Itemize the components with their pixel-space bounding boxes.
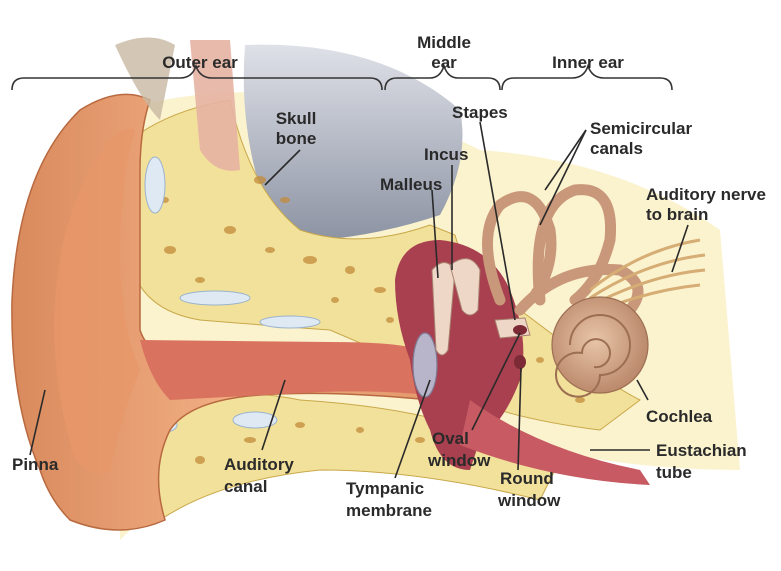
round-window-label-line2: window — [497, 491, 561, 510]
tympanic-membrane-label-line1: Tympanic — [346, 479, 424, 498]
middle-ear-label-line1: Middle — [417, 33, 471, 52]
round-window-shape — [514, 355, 526, 369]
oval-window-label-line2: window — [427, 451, 491, 470]
oval-window-label-line1: Oval — [432, 429, 469, 448]
eustachian-tube-label-line2: tube — [656, 463, 692, 482]
auditory-nerve-label-line1: Auditory nerve — [646, 185, 766, 204]
skull-bone-label-line2: bone — [276, 129, 317, 148]
auditory-canal-label-line2: canal — [224, 477, 267, 496]
semicircular-canals-label-line1: Semicircular — [590, 119, 692, 138]
inner-ear-label: Inner ear — [552, 53, 624, 72]
pinna-label: Pinna — [12, 455, 59, 474]
round-window-label-line1: Round — [500, 469, 554, 488]
auditory-canal-label-line1: Auditory — [224, 455, 294, 474]
incus-label: Incus — [424, 145, 468, 164]
tympanic-membrane-shape — [413, 333, 437, 397]
stapes-label: Stapes — [452, 103, 508, 122]
auditory-canal-shape — [140, 340, 430, 400]
auditory-nerve-label-line2: to brain — [646, 205, 708, 224]
outer-ear-label: Outer ear — [162, 53, 238, 72]
semicircular-canals-label-line2: canals — [590, 139, 643, 158]
eustachian-tube-label-line1: Eustachian — [656, 441, 747, 460]
malleus-label: Malleus — [380, 175, 442, 194]
skull-bone-label-line1: Skull — [276, 109, 317, 128]
tympanic-membrane-label-line2: membrane — [346, 501, 432, 520]
middle-ear-label-line2: ear — [431, 53, 457, 72]
cochlea-label: Cochlea — [646, 407, 713, 426]
